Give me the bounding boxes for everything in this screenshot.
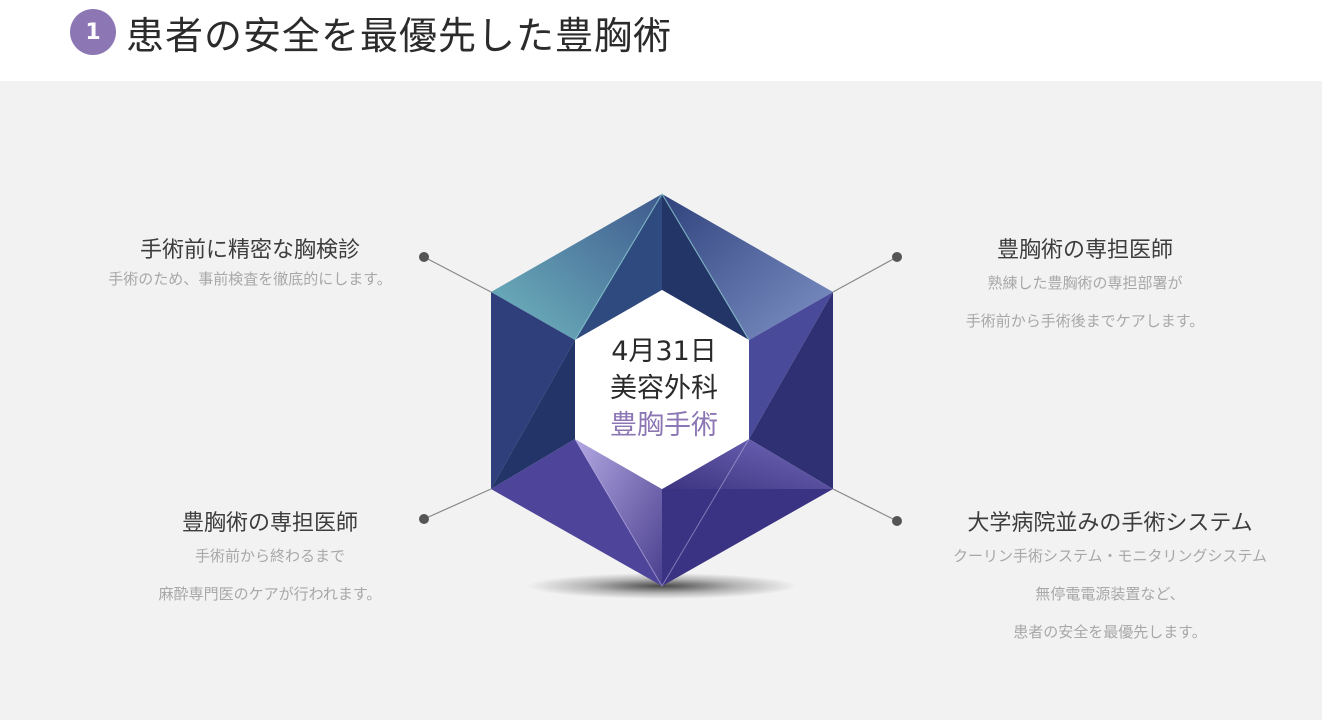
section-header: 1 患者の安全を最優先した豊胸術 — [70, 8, 672, 58]
feature-text-line: 熟練した豊胸術の専担部署が — [987, 274, 1183, 292]
feature-text-line: 手術前から手術後までケアします。 — [965, 312, 1205, 330]
feature-text-line: 麻酔専門医のケアが行われます。 — [158, 585, 382, 603]
feature-text-line: 手術のため、事前検査を徹底的にします。 — [108, 270, 392, 288]
feature-bottom-left: 豊胸術の専担医師 手術前から終わるまで 麻酔専門医のケアが行われます。 — [120, 505, 420, 613]
connector-dot-icon — [892, 252, 902, 262]
feature-top-left: 手術前に精密な胸検診 手術のため、事前検査を徹底的にします。 — [90, 232, 410, 294]
feature-text-line: 手術前から終わるまで — [194, 547, 345, 565]
center-procedure: 豊胸手術 — [610, 410, 718, 441]
hexagon-diagram — [419, 192, 902, 599]
feature-heading: 手術前に精密な胸検診 — [139, 238, 360, 263]
connector-top-left — [419, 252, 492, 293]
feature-top-right: 豊胸術の専担医師 熟練した豊胸術の専担部署が 手術前から手術後までケアします。 — [930, 232, 1240, 340]
feature-heading: 大学病院並みの手術システム — [967, 511, 1253, 536]
connector-dot-icon — [892, 516, 902, 526]
connector-dot-icon — [419, 252, 429, 262]
feature-text-line: 無停電電源装置など、 — [1035, 585, 1185, 603]
connector-top-right — [832, 252, 902, 293]
feature-heading: 豊胸術の専担医師 — [181, 511, 358, 536]
feature-text-line: クーリン手術システム・モニタリングシステム — [952, 547, 1268, 565]
feature-text-line: 患者の安全を最優先します。 — [1013, 623, 1207, 641]
section-title: 患者の安全を最優先した豊胸術 — [126, 13, 673, 58]
section-number-badge: 1 — [70, 9, 116, 55]
connector-bottom-left — [419, 488, 492, 524]
feature-heading: 豊胸術の専担医師 — [996, 238, 1173, 263]
connector-dot-icon — [419, 514, 429, 524]
hexagon-center-text: 4月31日 美容外科 豊胸手術 — [562, 333, 766, 444]
feature-bottom-right: 大学病院並みの手術システム クーリン手術システム・モニタリングシステム 無停電電… — [905, 505, 1315, 651]
center-date: 4月31日 — [611, 336, 717, 367]
center-clinic: 美容外科 — [610, 373, 718, 404]
feature-panel — [0, 81, 1322, 720]
hexagon-gem — [491, 192, 833, 587]
connector-bottom-right — [832, 488, 902, 526]
